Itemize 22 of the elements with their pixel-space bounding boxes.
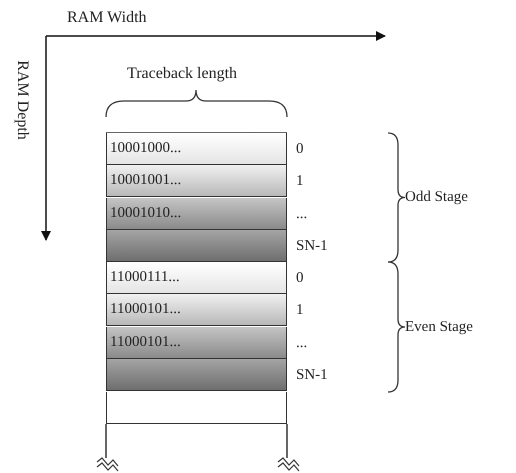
row-index: 0	[296, 140, 304, 158]
brace-label: Even Stage	[405, 318, 473, 337]
memory-row: 10001000...	[106, 133, 287, 165]
axis-label: RAM Width	[67, 8, 147, 28]
row-index: 1	[296, 301, 304, 319]
memory-row: 11000101...	[106, 294, 287, 326]
axis-label: RAM Depth	[13, 60, 32, 140]
row-index: ...	[296, 334, 308, 352]
row-index: SN-1	[296, 237, 328, 255]
memory-row: 10001001...	[106, 165, 287, 197]
memory-row	[106, 392, 287, 424]
brace-label: Odd Stage	[405, 188, 468, 207]
memory-row	[106, 230, 287, 262]
brace-label: Traceback length	[127, 64, 238, 84]
row-index: SN-1	[296, 366, 328, 384]
row-index: 1	[296, 172, 304, 190]
memory-row: 11000101...	[106, 327, 287, 359]
memory-row: 10001010...	[106, 198, 287, 230]
row-index: 0	[296, 269, 304, 287]
row-index: ...	[296, 205, 308, 223]
memory-row	[106, 359, 287, 391]
memory-row: 11000111...	[106, 262, 287, 294]
